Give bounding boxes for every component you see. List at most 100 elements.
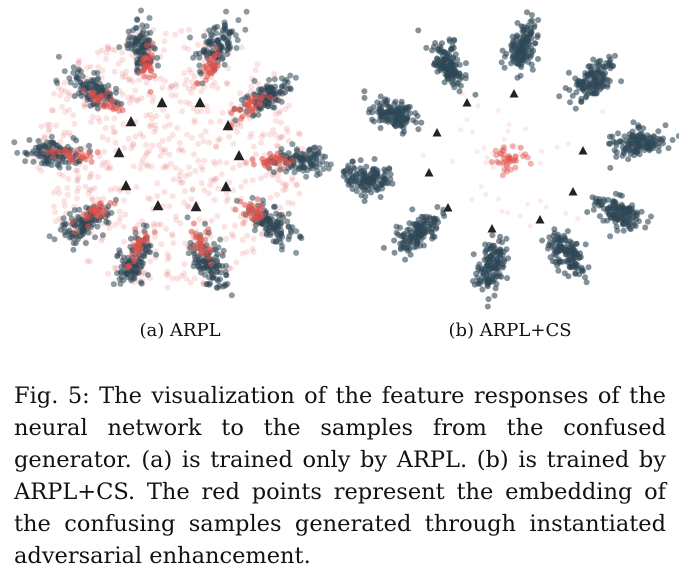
- cluster-point: [319, 158, 326, 165]
- cluster-point: [430, 218, 437, 225]
- cluster-point: [423, 228, 430, 235]
- confused-sample-point: [600, 109, 606, 115]
- confused-sample-point: [120, 238, 127, 245]
- confused-sample-point: [507, 166, 514, 173]
- confused-sample-point: [105, 45, 112, 52]
- confused-sample-point: [198, 88, 205, 95]
- cluster-point: [426, 214, 433, 221]
- cluster-point: [374, 167, 381, 174]
- confused-sample-point: [147, 88, 154, 95]
- cluster-point: [147, 249, 153, 256]
- cluster-point: [640, 134, 647, 141]
- confused-sample-point: [223, 235, 230, 242]
- confused-sample-point: [53, 122, 60, 129]
- confused-sample-point: [522, 151, 529, 158]
- cluster-point: [413, 238, 420, 245]
- confused-sample-point: [162, 162, 169, 169]
- confused-sample-point: [208, 177, 215, 184]
- cluster-point: [415, 27, 422, 34]
- confused-sample-point: [103, 55, 110, 62]
- cluster-point: [492, 285, 499, 292]
- confused-sample-point: [285, 102, 292, 109]
- confused-sample-point: [490, 151, 496, 157]
- confused-sample-point: [227, 265, 234, 272]
- confused-sample-point: [538, 198, 543, 204]
- confused-sample-point: [294, 181, 300, 188]
- confused-sample-point: [198, 163, 205, 170]
- cluster-point: [412, 119, 419, 126]
- cluster-point: [491, 292, 498, 299]
- cluster-point: [249, 194, 256, 201]
- cluster-point: [636, 146, 643, 153]
- confused-sample-point: [186, 164, 192, 171]
- cluster-point: [615, 130, 621, 137]
- cluster-point: [357, 157, 364, 164]
- confused-sample-point: [45, 127, 52, 134]
- cluster-point: [456, 61, 463, 68]
- confused-sample-point: [56, 170, 63, 177]
- cluster-point: [123, 270, 130, 277]
- confused-sample-point: [121, 145, 128, 151]
- confused-sample-point: [517, 144, 524, 151]
- cluster-point: [489, 232, 496, 239]
- prototype-marker: [190, 201, 202, 212]
- cluster-point: [377, 176, 383, 183]
- confused-sample-point: [147, 258, 154, 265]
- cluster-point: [433, 225, 440, 232]
- cluster-point: [35, 138, 42, 144]
- cluster-point: [646, 134, 653, 141]
- cluster-point: [416, 223, 423, 229]
- cluster-point: [103, 218, 110, 225]
- confused-sample-point: [65, 89, 72, 96]
- confused-sample-point: [520, 153, 527, 160]
- cluster-point: [293, 249, 300, 256]
- confused-sample-point: [285, 199, 292, 206]
- confused-sample-point: [164, 256, 171, 263]
- cluster-point: [529, 66, 536, 73]
- cluster-point: [487, 256, 493, 263]
- cluster-point: [80, 219, 87, 226]
- cluster-point: [618, 78, 625, 85]
- cluster-point: [251, 227, 258, 234]
- confused-sample-point: [228, 101, 235, 108]
- cluster-point: [128, 235, 134, 242]
- cluster-point: [364, 177, 371, 184]
- confused-sample-point: [226, 133, 233, 140]
- cluster-point: [132, 25, 139, 31]
- confused-sample-point: [166, 254, 173, 261]
- confused-sample-point: [297, 131, 303, 138]
- cluster-point: [448, 68, 455, 75]
- cluster-point: [46, 233, 53, 240]
- confused-sample-point: [512, 153, 519, 160]
- confused-sample-point: [76, 57, 83, 64]
- confused-sample-point: [168, 82, 175, 89]
- cluster-point: [423, 44, 430, 51]
- cluster-point: [454, 56, 461, 63]
- cluster-point: [203, 39, 210, 45]
- cluster-point: [552, 259, 559, 265]
- confused-sample-point: [92, 97, 99, 104]
- confused-sample-point: [96, 201, 103, 207]
- cluster-point: [584, 209, 591, 215]
- cluster-point: [287, 72, 294, 79]
- confused-sample-point: [230, 165, 236, 172]
- cluster-point: [539, 237, 546, 244]
- confused-sample-point: [214, 85, 221, 91]
- confused-sample-point: [194, 108, 200, 115]
- confused-sample-point: [500, 155, 507, 162]
- confused-sample-point: [246, 210, 253, 217]
- cluster-point: [67, 79, 74, 86]
- confused-sample-point: [161, 149, 168, 156]
- confused-sample-point: [232, 206, 239, 213]
- cluster-point: [139, 22, 146, 29]
- cluster-point: [108, 209, 115, 216]
- cluster-point: [76, 206, 83, 213]
- confused-sample-point: [169, 232, 176, 239]
- cluster-point: [369, 109, 376, 116]
- cluster-point: [429, 235, 436, 242]
- confused-sample-point: [277, 134, 284, 140]
- confused-sample-point: [82, 164, 89, 171]
- confused-sample-point: [188, 196, 195, 203]
- cluster-point: [409, 206, 416, 213]
- confused-sample-point: [475, 103, 481, 109]
